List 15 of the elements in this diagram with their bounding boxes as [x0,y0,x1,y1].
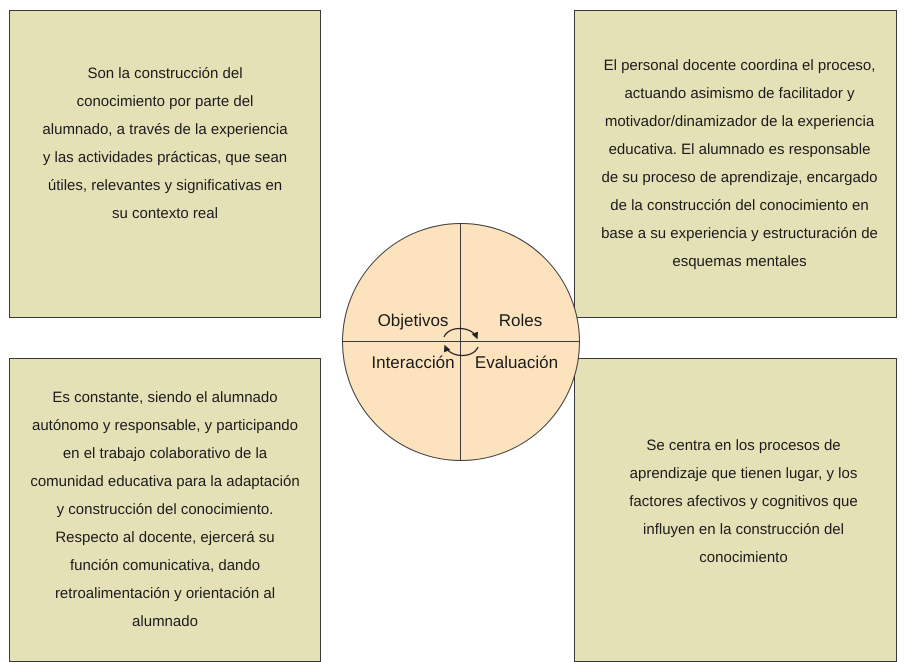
quadrant-label: Evaluación [474,354,558,371]
description-text: Son la construcción del conocimiento por parte del alumnado, a través de la experiencia y las actividades prácticas, que sean útiles, relevantes y significativas en su contexto real [42,64,288,224]
text-box [9,10,321,318]
description-text: Se centra en los procesos de aprendizaje que tienen lugar, y los factores afectivos y cognitivos que influyen en la construcción del conocimiento [628,436,859,568]
text-box [574,358,897,662]
quadrant-sector [343,224,461,342]
quadrant-label: Interacción [371,354,455,371]
curved-arrow [443,328,478,340]
quadrant-label: Objetivos [378,312,448,329]
description-text: Es constante, siendo el alumnado autónomo y responsable, y participando en el trabajo colaborativo de la comunidad educativa para la adaptación y construcción del conocimiento. Respecto al docente, ejercerá su función comunicativa, dando retroalimentación y orientación al alumnado [30,388,300,632]
curved-arrow [444,344,479,356]
text-box [9,358,321,662]
description-text: El personal docente coordina el proceso, actuando asimismo de facilitador y motivador/dinamizador de la experiencia educativa. El alumnado es responsable de su proceso de aprendizaje, encargado de la construcción del conocimiento en base a su experiencia y estructuración de esquemas mentales [600,56,879,272]
text-box [574,10,897,318]
quadrant-label: Roles [498,312,542,329]
